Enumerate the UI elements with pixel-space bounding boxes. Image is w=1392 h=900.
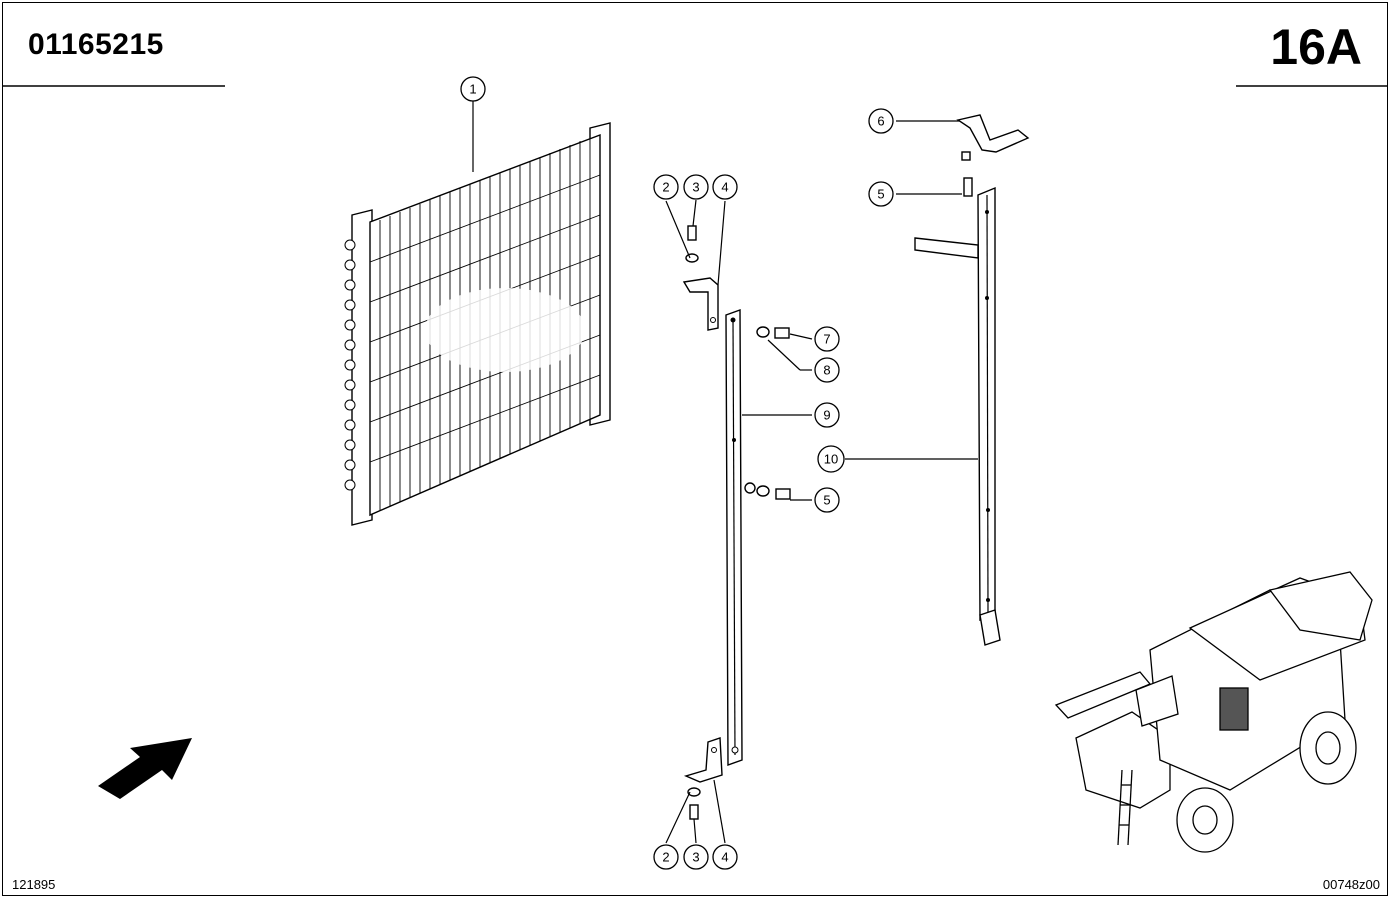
svg-text:3: 3: [692, 180, 699, 195]
svg-text:4: 4: [721, 180, 728, 195]
callout-7: 7: [814, 326, 840, 352]
illustration-code: 121895: [12, 877, 56, 892]
callout-9: 9: [814, 402, 840, 428]
radiator-part: [344, 122, 611, 526]
svg-text:5: 5: [823, 493, 830, 508]
callout-1: 1: [460, 76, 486, 102]
callout-4-bottom: 4: [712, 844, 738, 870]
direction-arrow-icon: [98, 738, 192, 799]
callout-4-top: 4: [712, 174, 738, 200]
callout-3-top: 3: [683, 174, 709, 200]
callout-2-top: 2: [653, 174, 679, 200]
long-bracket-part: [725, 309, 743, 766]
svg-text:10: 10: [824, 452, 838, 467]
callout-5-upper: 5: [868, 181, 894, 207]
svg-text:8: 8: [823, 363, 830, 378]
svg-text:2: 2: [662, 180, 669, 195]
callout-3-bottom: 3: [683, 844, 709, 870]
page-code: 16A: [1270, 19, 1362, 75]
svg-text:6: 6: [877, 114, 884, 129]
document-number: 01165215: [28, 28, 164, 61]
callout-10: 10: [817, 445, 845, 473]
drawing-reference-code: 00748z00: [1322, 877, 1380, 892]
callout-2-bottom: 2: [653, 844, 679, 870]
svg-text:3: 3: [692, 850, 699, 865]
svg-text:4: 4: [721, 850, 728, 865]
svg-text:2: 2: [662, 850, 669, 865]
leader-lines: [472, 101, 978, 844]
combine-harvester-locator: [1054, 571, 1373, 853]
callout-6: 6: [868, 108, 894, 134]
angle-bracket-top: [682, 277, 719, 331]
angle-bracket-bottom: [683, 737, 723, 783]
support-bracket-part: [914, 114, 1030, 646]
svg-text:1: 1: [469, 82, 476, 97]
callout-5-lower: 5: [814, 487, 840, 513]
svg-text:7: 7: [823, 332, 830, 347]
callout-8: 8: [814, 357, 840, 383]
svg-text:9: 9: [823, 408, 830, 423]
svg-text:5: 5: [877, 187, 884, 202]
